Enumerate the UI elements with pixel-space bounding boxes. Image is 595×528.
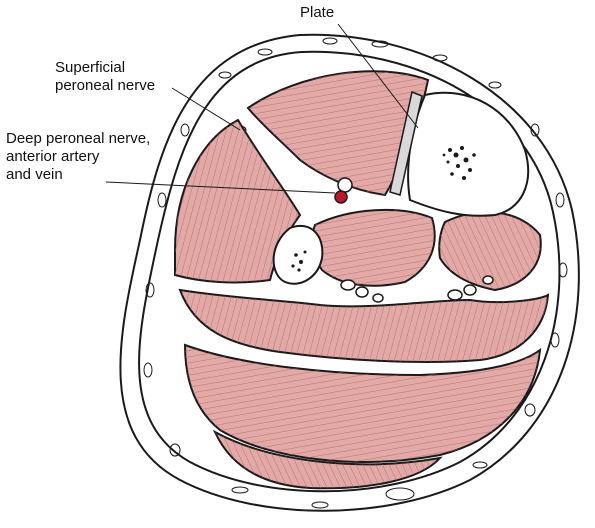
leader-lines xyxy=(105,23,419,194)
deep-label-line1: Deep peroneal nerve, xyxy=(6,130,151,147)
fibula-marrow xyxy=(291,250,307,272)
fixation-plate xyxy=(389,90,423,196)
superficial-nerve-leader xyxy=(171,87,241,131)
deep-label-line2: anterior artery xyxy=(6,148,100,165)
deep-nerve-leader xyxy=(105,181,336,194)
anterior-tibial-artery xyxy=(334,190,348,204)
deep-label-line3: and vein xyxy=(6,166,63,183)
superficial-label-line1: Superficial xyxy=(55,59,126,76)
anterior-neurovascular-bundle xyxy=(334,177,353,204)
plate-leader xyxy=(337,23,419,129)
superficial-label-line2: peroneal nerve xyxy=(55,77,156,94)
fat-lobules xyxy=(143,37,568,509)
muscles xyxy=(174,70,550,490)
plate-label-text: Plate xyxy=(300,4,335,21)
plate-label: Plate xyxy=(300,4,334,22)
anterior-tibial-vein xyxy=(337,177,353,193)
tibia-bone xyxy=(407,91,530,217)
deep-peroneal-nerve-label: Deep peroneal nerve, anterior artery and… xyxy=(6,130,150,184)
tibia-marrow xyxy=(442,146,476,180)
superficial-peroneal-nerve-label: Superficial peroneal nerve xyxy=(55,59,155,95)
posterior-vessels xyxy=(340,275,494,303)
fibula-bone xyxy=(272,224,324,285)
